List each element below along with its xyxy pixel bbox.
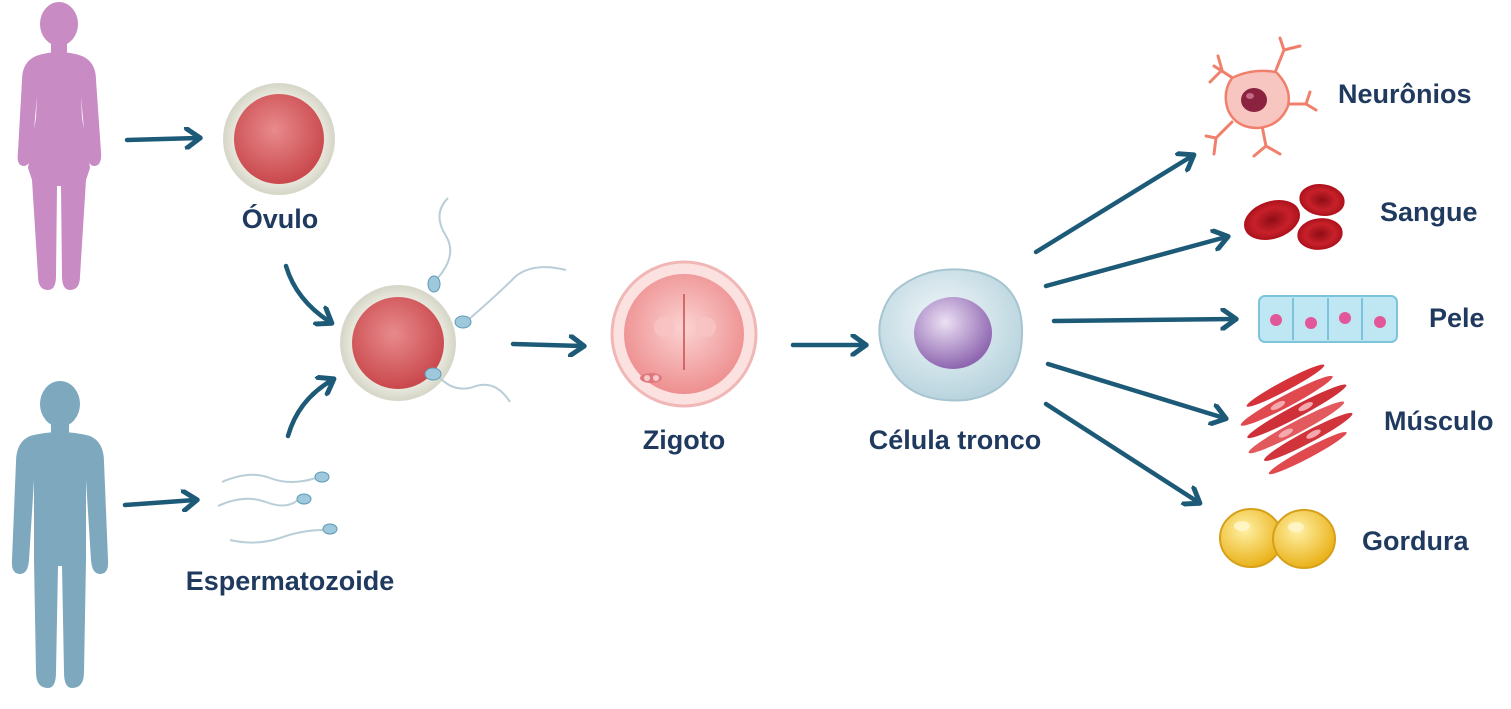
label-ovulo: Óvulo [241, 204, 319, 234]
label-neuronios: Neurônios [1338, 79, 1472, 109]
arrow-female-to-ovulo [124, 138, 198, 140]
fertilization-icon [340, 197, 567, 403]
muscle-cells-icon [1240, 364, 1353, 475]
arrow-ovulo-to-fertilization [283, 263, 330, 322]
neuron-icon [1204, 36, 1318, 158]
zigoto-icon [610, 260, 758, 408]
arrow-sperm-to-fertilization [285, 380, 332, 439]
red-blood-cells-icon [1244, 184, 1345, 250]
fat-cells-icon [1219, 508, 1336, 569]
label-celula-tronco: Célula tronco [868, 425, 1042, 455]
label-gordura: Gordura [1362, 526, 1469, 556]
sperm-cells-icon [217, 471, 338, 544]
label-pele: Pele [1429, 303, 1485, 333]
arrows [122, 138, 1234, 505]
arrow-stem-to-musculo [1045, 361, 1224, 418]
male-silhouette-icon [11, 381, 109, 688]
arrow-stem-to-pele [1051, 319, 1234, 321]
ovulo-egg-icon [223, 83, 335, 195]
label-sangue: Sangue [1380, 197, 1478, 227]
stem-cell-icon [878, 268, 1024, 402]
arrow-fertilization-to-zigoto [510, 344, 582, 346]
label-zigoto: Zigoto [642, 425, 726, 455]
label-musculo: Músculo [1384, 406, 1494, 436]
arrow-stem-to-sangue [1043, 237, 1226, 289]
label-espermatozoide: Espermatozoide [185, 566, 395, 596]
arrow-stem-to-neuronios [1033, 156, 1192, 255]
female-silhouette-icon [17, 2, 102, 290]
skin-cells-icon [1258, 295, 1398, 343]
arrow-stem-to-gordura [1043, 401, 1198, 502]
arrow-male-to-sperm [122, 500, 195, 505]
